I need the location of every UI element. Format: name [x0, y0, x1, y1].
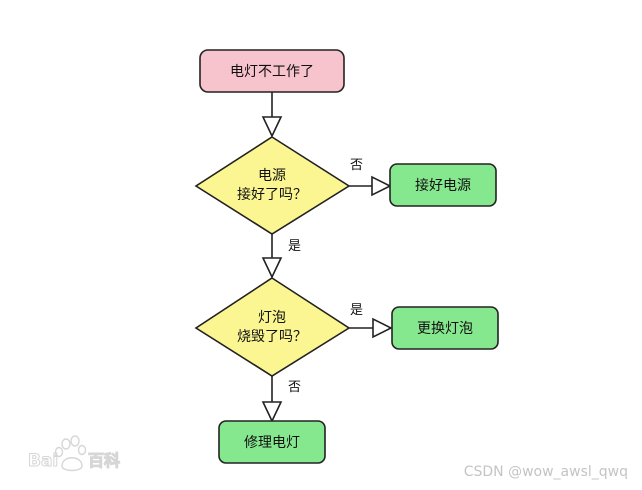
edge-label-decision2-yes: 是 [350, 303, 363, 318]
edge-label-decision1-no: 否 [350, 158, 363, 173]
csdn-watermark: CSDN @wow_awsl_qwq [464, 464, 628, 480]
baidu-watermark-prefix: Bai [28, 451, 58, 471]
decision-power-connected [194, 136, 351, 235]
decision-power-line1: 电源 [258, 168, 286, 184]
paw-icon [54, 435, 87, 472]
arrowhead-right-icon [372, 317, 393, 339]
start-node [199, 49, 345, 93]
start-node-label: 电灯不工作了 [230, 64, 314, 80]
decision-bulb-burnt [194, 277, 351, 377]
action-repair-lamp-label: 修理电灯 [244, 435, 300, 451]
action-replace-bulb [391, 306, 499, 350]
decision-power-line2: 接好了吗？ [237, 186, 307, 203]
baidu-watermark: Bai 百科 [28, 435, 121, 472]
edge-label-decision1-yes: 是 [288, 239, 301, 254]
action-connect-power-label: 接好电源 [415, 177, 471, 194]
action-repair-lamp [218, 420, 326, 464]
arrowhead-down-icon [261, 116, 283, 138]
action-replace-bulb-label: 更换灯泡 [417, 320, 473, 337]
arrowheads [261, 116, 393, 423]
arrowhead-down-icon [261, 401, 283, 423]
arrowhead-right-icon [371, 175, 392, 197]
baidu-watermark-suffix: 百科 [88, 451, 120, 470]
decision-bulb-line1: 灯泡 [258, 310, 286, 326]
action-connect-power [389, 163, 497, 207]
decision-bulb-line2: 烧毁了吗？ [237, 329, 307, 345]
connectors [271, 92, 373, 402]
edge-label-decision2-no: 否 [288, 380, 301, 395]
arrowhead-down-icon [261, 257, 283, 279]
